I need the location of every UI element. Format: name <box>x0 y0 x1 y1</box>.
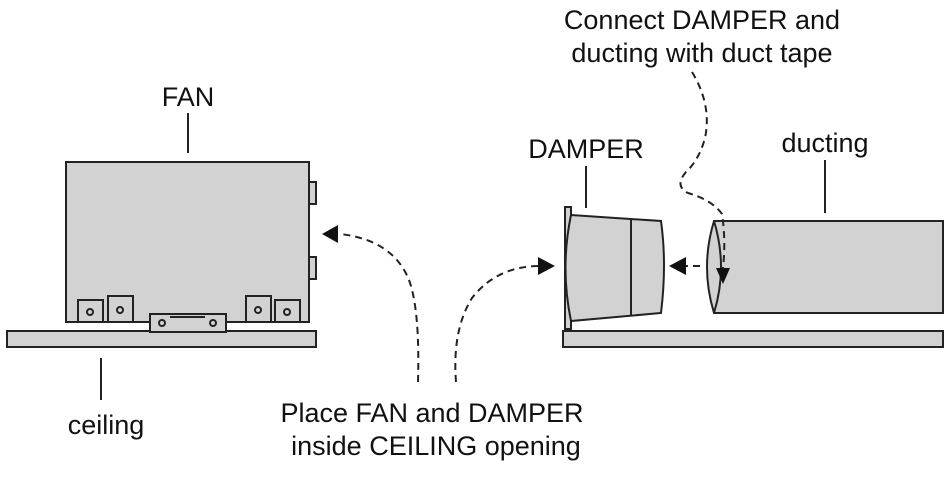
bracket-hole-4 <box>283 308 291 316</box>
fan-body <box>65 161 310 323</box>
ceiling-label: ceiling <box>68 410 145 440</box>
damper-body <box>564 213 665 323</box>
ceiling-board-left <box>6 330 317 348</box>
ceiling-board-right <box>562 330 944 348</box>
place-damper-dashed-arrow <box>454 265 539 383</box>
connect-note-line2: ducting with duct tape <box>571 38 832 68</box>
ducting-label: ducting <box>781 128 868 158</box>
plate-hole-2 <box>209 319 217 327</box>
fan-bracket-1 <box>77 299 104 323</box>
bracket-hole-3 <box>254 306 262 314</box>
fan-label: FAN <box>162 82 215 112</box>
bracket-hole-1 <box>86 308 94 316</box>
damper-duct-arrow-head <box>669 257 686 275</box>
fan-side-tab-upper <box>308 181 317 205</box>
place-fan-arrow-head <box>322 225 338 243</box>
plate-hole-1 <box>158 319 166 327</box>
connect-dashed-arrow <box>679 71 726 269</box>
fan-side-tab-lower <box>308 256 317 280</box>
connect-arrow-head <box>716 268 730 284</box>
damper-label: DAMPER <box>528 134 644 164</box>
fan-bracket-2 <box>107 295 134 323</box>
place-fan-dashed-arrow <box>339 233 420 383</box>
place-note-line2: inside CEILING opening <box>291 431 581 461</box>
ducting <box>706 220 944 314</box>
place-damper-arrow-head <box>538 257 555 275</box>
fan-housing <box>65 161 317 333</box>
ducting-body <box>706 220 944 314</box>
bracket-hole-2 <box>116 306 124 314</box>
fan-bracket-3 <box>245 295 272 323</box>
fan-bottom-plate <box>149 313 227 333</box>
damper <box>564 206 665 330</box>
ducting-opening-edge <box>713 220 722 314</box>
place-note-line1: Place FAN and DAMPER <box>280 398 583 428</box>
connect-note-line1: Connect DAMPER and <box>564 5 840 35</box>
fan-bracket-4 <box>274 299 301 323</box>
